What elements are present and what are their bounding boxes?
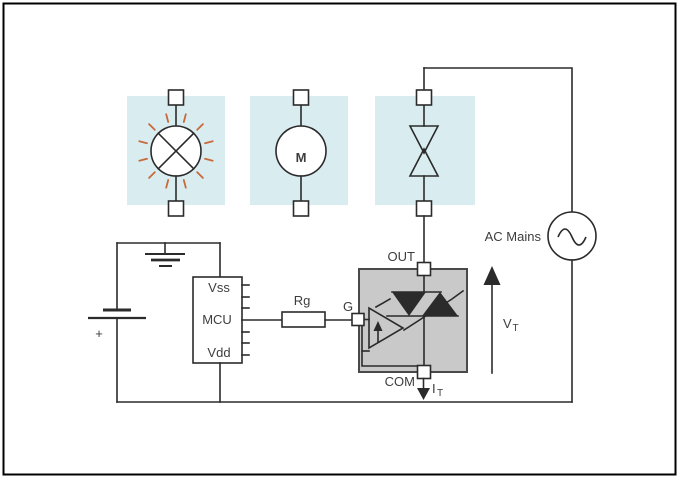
lamp-ray [165,179,170,189]
mcu-block: Vss MCU Vdd [192,242,283,403]
ssr-body [358,268,468,373]
motor-bottom-terminal [292,200,310,217]
lamp-ray [148,123,156,131]
amp-triangle [368,306,405,350]
motor-load-icon: M [275,89,327,217]
gate-label: G [343,299,353,314]
scr-right-triangle [422,292,458,316]
lamp-ray [138,157,148,162]
lamp-ray [196,123,204,131]
driver-amp-icon [361,306,419,367]
top-rail-wire [423,67,573,213]
sine-wave-icon [557,228,587,246]
mcu-vdd-label: Vdd [207,345,230,360]
gate-terminal [351,312,365,327]
scr-left-stub [374,297,392,309]
lamp-top-terminal [167,89,185,106]
vt-arrow: V T [483,266,519,374]
out-terminal [416,261,432,277]
ac-mains-label: AC Mains [485,229,542,244]
it-arrow: I T [417,377,443,400]
lamp-ray [196,171,204,179]
com-label: COM [385,374,415,389]
triac-top-terminal [415,89,433,106]
triac-load-icon [408,67,440,264]
lamp-ray [182,179,187,189]
mcu-label: MCU [202,312,232,327]
scr-pair-icon [374,274,465,367]
triac-bottom-terminal [415,200,433,217]
motor-top-terminal [292,89,310,106]
lamp-ray [204,140,214,145]
rg-label: Rg [294,293,311,308]
motor-letter: M [296,150,307,165]
out-label: OUT [388,249,416,264]
dc-supply: + [88,242,221,403]
scr-gate-diagonal [402,289,465,332]
gate-resistor: Rg [281,293,353,328]
it-arrow-head [417,388,430,400]
lamp-ray [204,157,214,162]
lamp-cross [157,132,195,170]
amp-return-wire [361,324,419,367]
vt-label: V [503,316,512,331]
lamp-ray [148,171,156,179]
lamp-ray [182,113,187,123]
it-label: I [432,381,436,396]
lamp-load-icon [138,89,214,217]
ac-mains-loop: AC Mains [116,67,597,403]
lamp-ray [138,140,148,145]
lamp-ray [165,113,170,123]
vt-label-sub: T [513,323,519,334]
com-terminal [416,364,432,380]
resistor-body [281,311,326,328]
amp-arrow-head [373,321,383,331]
triac-upper-triangle [408,125,440,155]
ssr-output-block: OUT COM G [343,249,468,389]
vt-arrow-head [483,266,501,285]
lamp-bottom-terminal [167,200,185,217]
it-label-sub: T [437,388,443,399]
mcu-vss-label: Vss [208,280,230,295]
mcu-body [192,276,243,364]
scr-left-triangle [392,292,426,316]
battery-plus-label: + [95,326,103,341]
